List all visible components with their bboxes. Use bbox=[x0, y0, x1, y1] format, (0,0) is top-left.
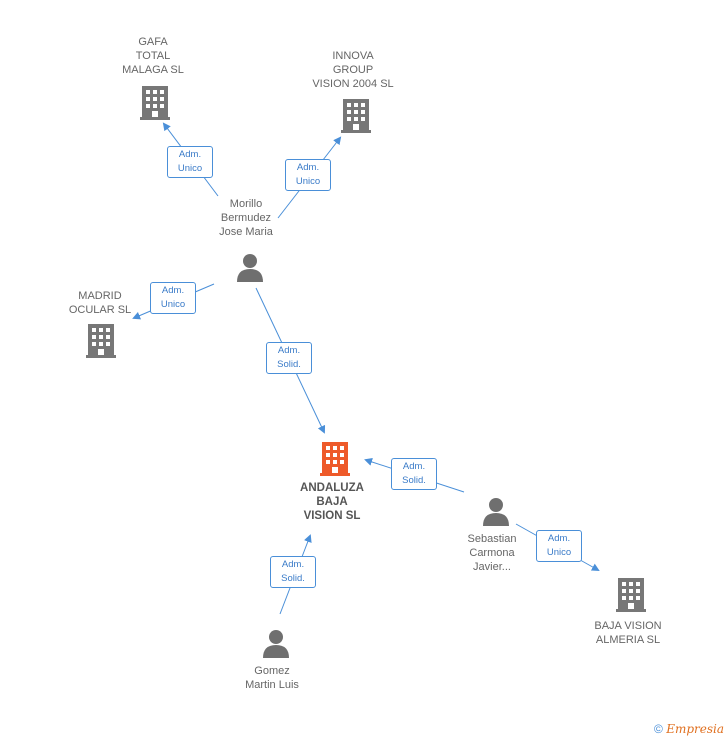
node-label-sebastian[interactable]: Sebastian Carmona Javier... bbox=[467, 533, 517, 573]
edge-label-morillo-innova: Adm. Unico bbox=[285, 159, 331, 191]
node-label-morillo[interactable]: Morillo Bermudez Jose Maria bbox=[219, 198, 273, 238]
edge-label-morillo-gafa: Adm. Unico bbox=[167, 146, 213, 178]
edge-label-gomez-andaluza: Adm. Solid. bbox=[270, 556, 316, 588]
building-icon-baja-almeria[interactable] bbox=[616, 578, 646, 612]
node-label-madrid[interactable]: MADRID OCULAR SL bbox=[68, 290, 132, 316]
node-label-innova[interactable]: INNOVA GROUP VISION 2004 SL bbox=[312, 50, 394, 90]
footer-brand: © Empresia bbox=[654, 722, 724, 736]
copyright-icon: © bbox=[654, 722, 663, 736]
building-icon-madrid[interactable] bbox=[86, 324, 116, 358]
edge-label-sebastian-almeria: Adm. Unico bbox=[536, 530, 582, 562]
edge-label-morillo-andaluza: Adm. Solid. bbox=[266, 342, 312, 374]
person-icon-gomez[interactable] bbox=[263, 630, 289, 658]
building-icon-andaluza[interactable] bbox=[320, 442, 350, 476]
node-label-gafa[interactable]: GAFA TOTAL MALAGA SL bbox=[122, 36, 184, 76]
person-icon-morillo[interactable] bbox=[237, 254, 263, 282]
brand-logo: Empresia bbox=[666, 722, 724, 736]
edge-label-morillo-madrid: Adm. Unico bbox=[150, 282, 196, 314]
edge-label-sebastian-andaluza: Adm. Solid. bbox=[391, 458, 437, 490]
person-icon-sebastian[interactable] bbox=[483, 498, 509, 526]
node-label-andaluza[interactable]: ANDALUZA BAJA VISION SL bbox=[300, 482, 364, 522]
node-label-baja-almeria[interactable]: BAJA VISION ALMERIA SL bbox=[594, 620, 662, 646]
building-icon-innova[interactable] bbox=[341, 99, 371, 133]
node-label-gomez[interactable]: Gomez Martin Luis bbox=[245, 665, 299, 691]
building-icon-gafa[interactable] bbox=[140, 86, 170, 120]
